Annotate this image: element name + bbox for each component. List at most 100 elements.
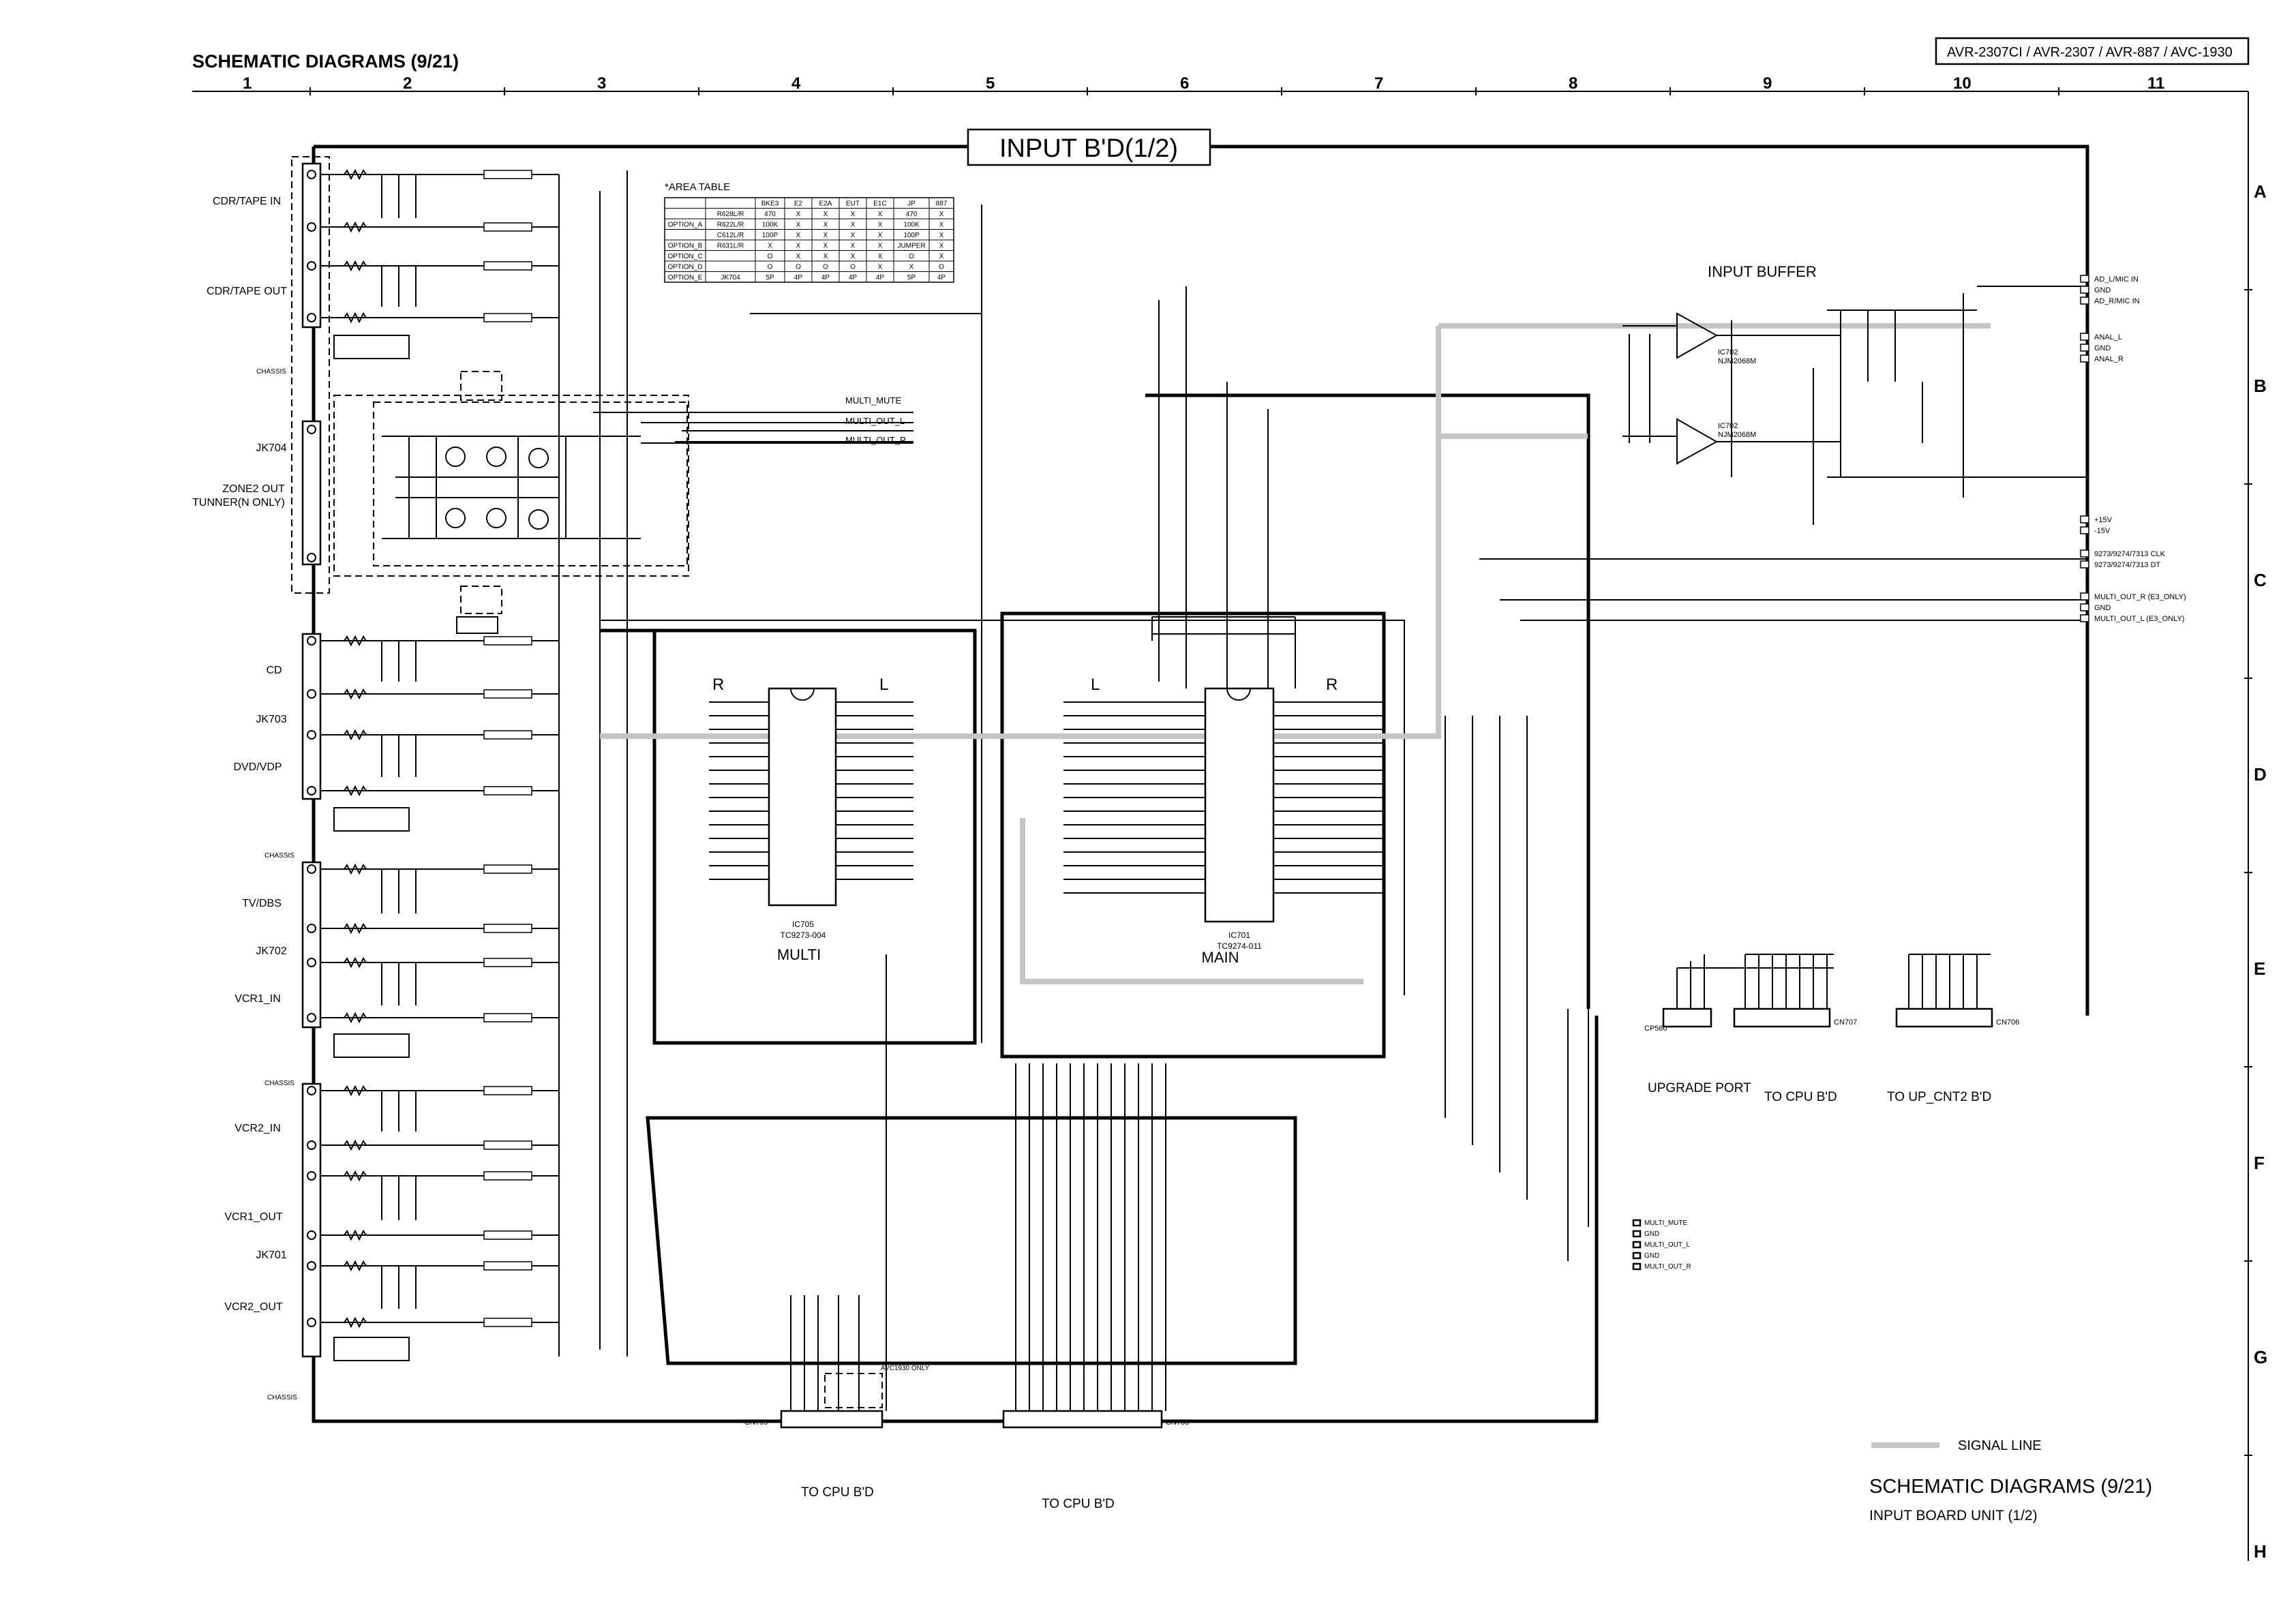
cn705-body bbox=[780, 1410, 883, 1429]
col-10: 10 bbox=[1953, 74, 1972, 93]
area-table-cell: X bbox=[909, 264, 914, 271]
area-table-cell: X bbox=[851, 222, 856, 229]
buffer-ic-top-type: NJM2068M bbox=[1718, 357, 1756, 365]
area-table-cell: X bbox=[796, 222, 801, 229]
col-9: 9 bbox=[1763, 74, 1772, 93]
cn707-id: CN707 bbox=[1834, 1018, 1857, 1027]
area-table-header: E2 bbox=[794, 200, 803, 208]
area-table-cell: 4P bbox=[821, 274, 830, 282]
area-table-header: BKE3 bbox=[761, 200, 779, 208]
net-labels-left bbox=[483, 170, 532, 1327]
multi-name: MULTI bbox=[777, 946, 821, 963]
area-table-header: EUT bbox=[846, 200, 860, 208]
multi-type: TC9273-004 bbox=[781, 930, 826, 940]
jack-cdr-tape-out: CDR/TAPE OUT bbox=[207, 286, 287, 297]
area-table-cell: 100P bbox=[903, 232, 920, 239]
buffer-ic-bottom-type: NJM2068M bbox=[1718, 431, 1756, 439]
area-table-cell: O bbox=[850, 264, 856, 271]
area-table-cell: OPTION_B bbox=[668, 243, 703, 250]
area-table-cell: O bbox=[796, 264, 801, 271]
option-b-dashed bbox=[460, 371, 502, 401]
area-table-cell: 100P bbox=[762, 232, 779, 239]
multi-out-connector: MULTI_MUTE GND MULTI_OUT_L GND MULTI_OUT… bbox=[1567, 395, 1691, 1271]
chassis-2: CHASSIS bbox=[265, 852, 294, 860]
area-table-header: E2A bbox=[819, 200, 832, 208]
main-type: TC9274-011 bbox=[1217, 941, 1262, 951]
area-table-cell: X bbox=[824, 243, 828, 250]
area-table-cell: X bbox=[796, 211, 801, 218]
area-table-cell: X bbox=[939, 222, 944, 229]
main-ch-r: R bbox=[1326, 676, 1338, 694]
area-table-cell: O bbox=[939, 264, 944, 271]
area-table-cell: OPTION_D bbox=[667, 264, 702, 271]
input-buffer: IC702 NJM2068M IC702 NJM2068M bbox=[1622, 286, 2087, 525]
col-1: 1 bbox=[243, 74, 252, 93]
rc-multi-l: MULTI_OUT_L (E3_ONLY) bbox=[2094, 615, 2184, 623]
cp560-body bbox=[1662, 1007, 1712, 1028]
area-table-cell: O bbox=[823, 264, 828, 271]
zone2-transistors bbox=[382, 436, 641, 634]
cn705-dashed bbox=[824, 1373, 883, 1408]
multi-mute-label: MULTI_MUTE bbox=[845, 395, 901, 406]
bus-lines bbox=[790, 286, 2087, 1411]
board-title-box bbox=[967, 128, 1211, 166]
area-table-cell: X bbox=[878, 253, 883, 260]
col-2: 2 bbox=[403, 74, 412, 93]
area-table-cell: 5P bbox=[907, 274, 916, 282]
area-table-cell: OPTION_A bbox=[668, 222, 703, 229]
bottom-right-connectors: CP560 CN707 CN706 UPGRADE PORT TO CPU B'… bbox=[1644, 954, 2019, 1104]
area-table-cell: X bbox=[824, 211, 828, 218]
row-letters: A B C D E F G H bbox=[2254, 181, 2267, 1562]
area-table-cell: X bbox=[796, 253, 801, 260]
jack-strip-jk704 bbox=[301, 420, 322, 566]
row-d: D bbox=[2254, 764, 2267, 785]
area-table-cell: X bbox=[939, 232, 944, 239]
cpu-bd-label-right: TO CPU B'D bbox=[1764, 1090, 1837, 1104]
area-table-cell: X bbox=[851, 211, 856, 218]
row-e: E bbox=[2254, 958, 2265, 979]
jack-zone2-out: ZONE2 OUT bbox=[222, 483, 285, 495]
area-table-cell: X bbox=[939, 243, 944, 250]
area-table-cell: X bbox=[878, 222, 883, 229]
rc-gnd-3: GND bbox=[2094, 604, 2111, 612]
mc-out-r: MULTI_OUT_R bbox=[1644, 1263, 1691, 1271]
cn703-target: TO CPU B'D bbox=[1042, 1497, 1115, 1511]
input-buffer-title: INPUT BUFFER bbox=[1708, 263, 1817, 280]
col-6: 6 bbox=[1180, 74, 1189, 93]
main-ic-body bbox=[1204, 687, 1275, 923]
chassis-3: CHASSIS bbox=[265, 1080, 294, 1087]
jack-jk701: JK701 bbox=[256, 1249, 286, 1261]
cn705-id: CN705 bbox=[744, 1419, 768, 1427]
buffer-ic-bottom: IC702 bbox=[1718, 422, 1738, 430]
footer-title: SCHEMATIC DIAGRAMS (9/21) bbox=[1869, 1476, 2152, 1498]
cn706-body bbox=[1895, 1007, 1993, 1028]
area-table-cell: R631L/R bbox=[717, 243, 744, 250]
bottom-connectors: CN705 AVC1930 ONLY CN703 TO CPU B'D TO C… bbox=[744, 1365, 1189, 1511]
area-table-header: 887 bbox=[936, 200, 948, 208]
chassis-labels: CHASSIS CHASSIS CHASSIS CHASSIS bbox=[256, 368, 297, 1401]
mc-gnd-1: GND bbox=[1644, 1230, 1659, 1238]
right-connector-labels: AD_L/MIC IN GND AD_R/MIC IN ANAL_L GND A… bbox=[2094, 275, 2186, 623]
upgrade-port-label: UPGRADE PORT bbox=[1648, 1081, 1751, 1095]
jack-tunner: TUNNER(N ONLY) bbox=[192, 497, 285, 509]
row-c: C bbox=[2254, 570, 2267, 590]
rc-multi-r: MULTI_OUT_R (E3_ONLY) bbox=[2094, 593, 2186, 601]
input-networks bbox=[320, 168, 601, 1361]
multi-out-l-label: MULTI_OUT_L bbox=[845, 416, 905, 426]
chassis-1: CHASSIS bbox=[256, 368, 286, 376]
col-7: 7 bbox=[1374, 74, 1383, 93]
area-table-cell: 4P bbox=[876, 274, 885, 282]
area-table-cell: X bbox=[824, 222, 828, 229]
area-table-caption: *AREA TABLE bbox=[665, 181, 730, 193]
area-table-cell: X bbox=[824, 232, 828, 239]
multi-ch-l: L bbox=[879, 676, 888, 694]
main-ch-l: L bbox=[1091, 676, 1100, 694]
right-connector-pins bbox=[2080, 275, 2089, 622]
signal-lines bbox=[600, 323, 1991, 984]
area-table-cell: X bbox=[878, 211, 883, 218]
jack-pins bbox=[307, 170, 316, 1327]
rc-ad-l: AD_L/MIC IN bbox=[2094, 275, 2139, 284]
up-cnt2-label: TO UP_CNT2 B'D bbox=[1887, 1090, 1991, 1104]
cn707-body bbox=[1733, 1007, 1831, 1028]
